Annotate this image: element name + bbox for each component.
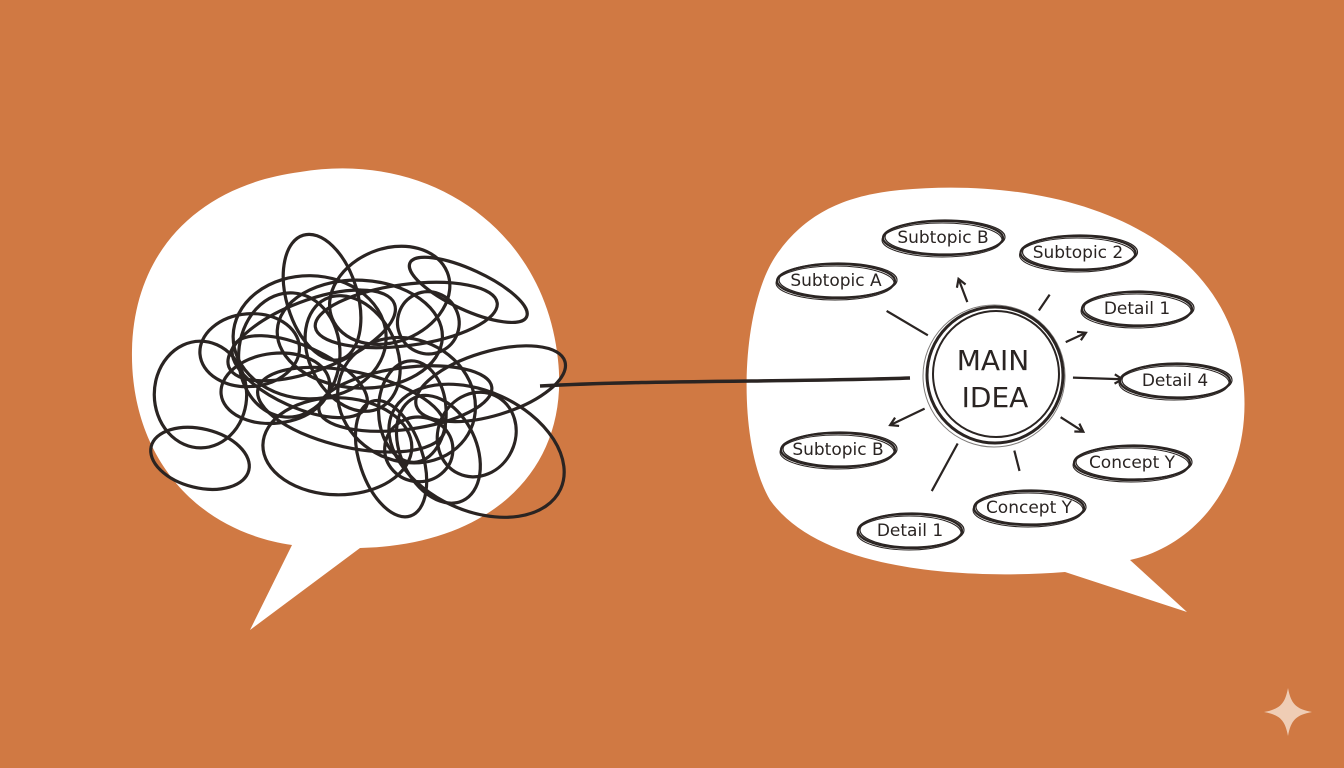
node-outline — [1019, 237, 1135, 273]
node-outline — [1080, 290, 1194, 328]
node: Subtopic B — [779, 431, 898, 470]
node-outline — [1121, 362, 1233, 398]
scribble-loop — [407, 255, 529, 325]
scribble-loop — [256, 365, 447, 454]
node-outline — [859, 512, 965, 548]
scribble-loop — [395, 290, 461, 356]
spokes — [886, 276, 1125, 492]
node-label: Detail 1 — [877, 521, 943, 541]
node-outline — [972, 489, 1086, 527]
node-outline — [1072, 444, 1192, 482]
node-outline — [972, 492, 1084, 528]
scribble-loop — [353, 398, 429, 519]
scribble-loop — [414, 344, 568, 424]
node-outline — [779, 434, 895, 470]
arrow — [888, 407, 926, 428]
node-outline — [775, 265, 895, 301]
arrow — [1065, 330, 1088, 344]
arrow — [1060, 416, 1086, 433]
main-idea-node: MAIN IDEA — [922, 304, 1066, 448]
tangled-scribble — [149, 232, 568, 519]
node-outline — [1083, 290, 1195, 326]
scribble-loop — [394, 393, 482, 505]
scribble-loop — [152, 339, 249, 450]
node-label: Detail 1 — [1104, 299, 1170, 319]
connector-line — [539, 376, 911, 388]
node: Detail 4 — [1118, 362, 1233, 401]
node-label: Subtopic B — [792, 440, 883, 460]
node-label: Subtopic A — [790, 271, 882, 291]
main-idea-line1: MAIN — [957, 344, 1030, 377]
node: Subtopic 2 — [1019, 234, 1139, 273]
scribble-loop — [231, 274, 388, 401]
spoke-line — [1013, 450, 1021, 472]
node: Subtopic B — [881, 219, 1006, 258]
node-outline — [1019, 234, 1137, 272]
node-label: Detail 4 — [1142, 371, 1208, 391]
node: Concept Y — [1072, 444, 1193, 483]
node-outline — [1118, 362, 1232, 400]
scribble-loop — [281, 232, 363, 362]
node: Subtopic A — [775, 262, 898, 301]
node: Detail 1 — [856, 512, 965, 551]
node-outline — [1075, 444, 1193, 480]
scribble-loop — [313, 280, 499, 350]
node-outline — [881, 219, 1005, 257]
node-outline — [1072, 447, 1190, 483]
node-label: Concept Y — [1089, 453, 1176, 473]
main-idea-line2: IDEA — [962, 381, 1029, 414]
node-outline — [1080, 293, 1192, 329]
scribble-loop — [327, 244, 452, 346]
node: Detail 1 — [1080, 290, 1195, 329]
node-label: Subtopic B — [897, 228, 988, 248]
node-outline — [884, 219, 1006, 255]
scribble-loop — [387, 382, 566, 519]
node: Concept Y — [972, 489, 1087, 528]
node-outline — [856, 512, 964, 550]
node-outline — [779, 431, 897, 469]
node-outline — [778, 262, 898, 298]
scribble-loop — [198, 312, 302, 389]
sparkle-icon — [1264, 688, 1312, 736]
node-outline — [975, 489, 1087, 525]
node-outline — [1118, 365, 1230, 401]
node-outline — [782, 431, 898, 467]
scribble-loop — [261, 396, 414, 497]
scribble-loop — [219, 351, 332, 426]
node-label: Concept Y — [986, 498, 1073, 518]
spoke-line — [1037, 294, 1051, 312]
scribble-loop — [149, 425, 251, 491]
node-outline — [1021, 234, 1139, 270]
node-outline — [775, 262, 897, 300]
node-outline — [881, 222, 1003, 258]
arrow — [955, 276, 969, 303]
node-outline — [856, 515, 962, 551]
spoke-line — [930, 442, 959, 492]
spoke-line — [886, 309, 929, 337]
node-label: Subtopic 2 — [1033, 243, 1124, 263]
